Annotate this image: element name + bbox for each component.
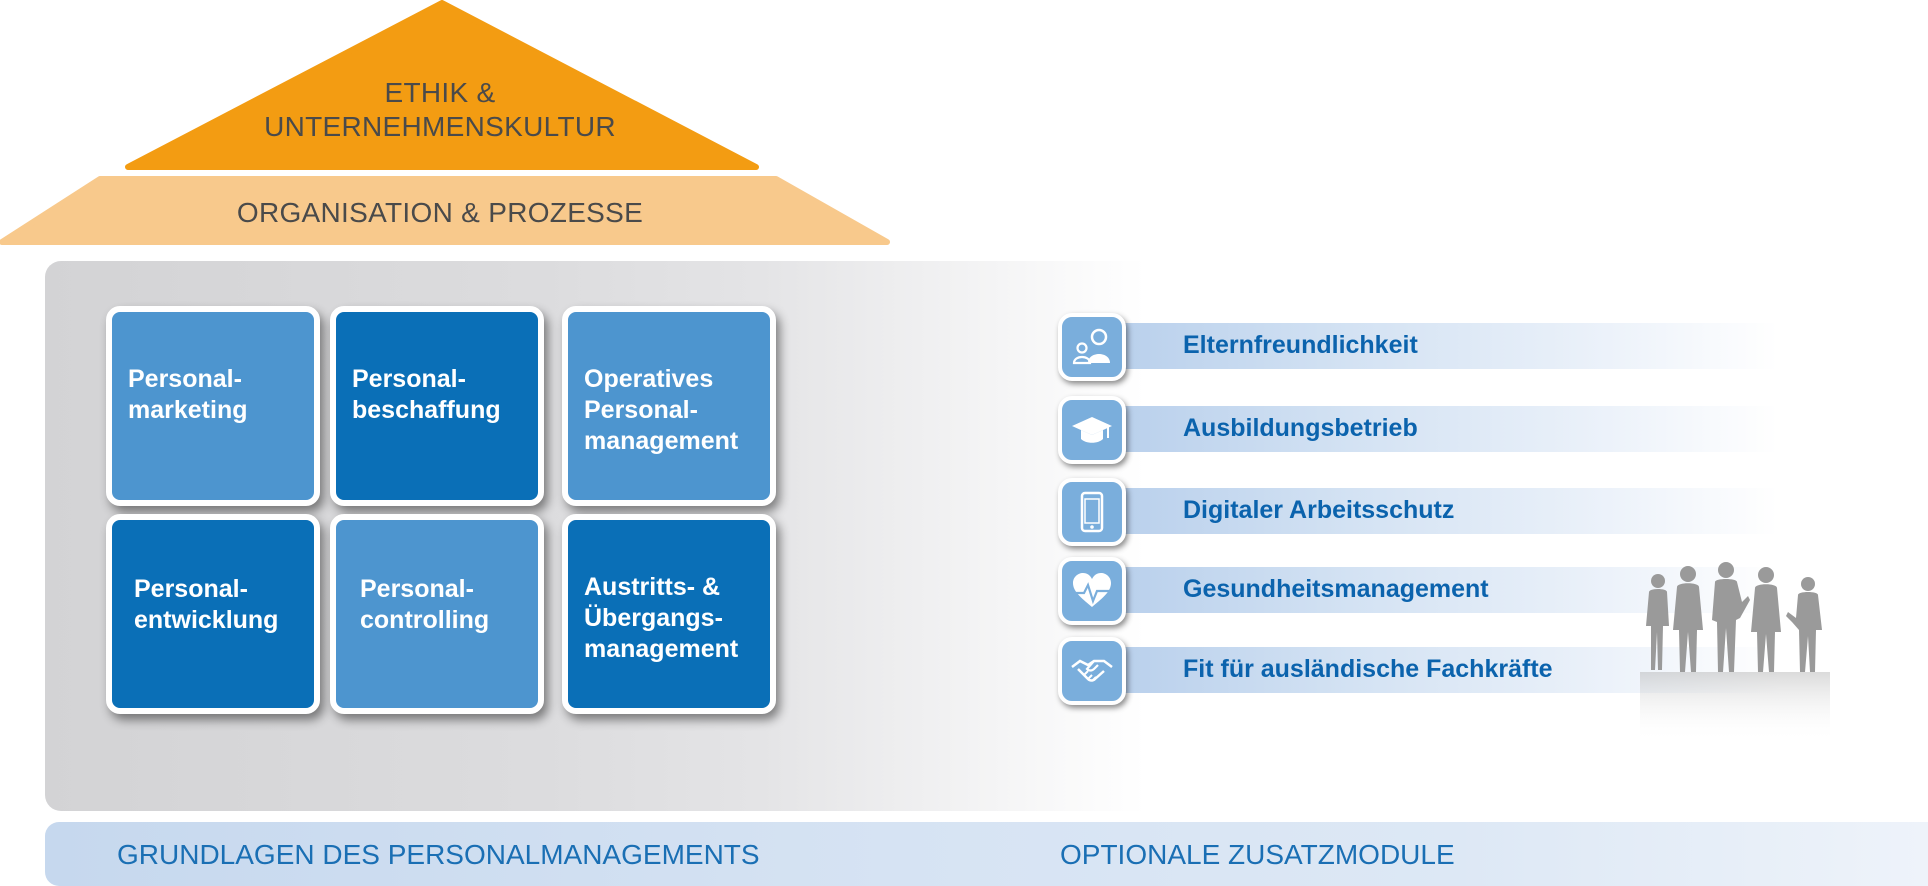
roof-bottom-band <box>0 176 890 245</box>
family-icon <box>1058 313 1126 381</box>
module-band <box>1118 488 1778 534</box>
module-band <box>1118 406 1778 452</box>
roof-bottom-label: ORGANISATION & PROZESSE <box>236 197 644 228</box>
tile-label: Operatives Personal- management <box>584 365 739 455</box>
module-band <box>1118 323 1778 369</box>
module-row-digitaler-arbeitsschutz: Digitaler Arbeitsschutz <box>1058 478 1778 548</box>
tile-label: Personal- controlling <box>360 575 490 634</box>
roof-top-label-line2: UNTERNEHMENSKULTUR <box>264 111 616 142</box>
roof-top-label: ETHIK & UNTERNEHMENSKULTUR <box>240 76 640 144</box>
module-row-ausbildungsbetrieb: Ausbildungsbetrieb <box>1058 396 1778 466</box>
heart-pulse-icon <box>1058 557 1126 625</box>
handshake-icon <box>1058 637 1126 705</box>
tile-label: Austritts- & Übergangs- management <box>584 573 739 663</box>
tile-label: Personal- marketing <box>128 365 248 424</box>
footer-label-optionale-zusatzmodule: OPTIONALE ZUSATZMODULE <box>1060 839 1455 870</box>
module-label: Gesundheitsmanagement <box>1183 575 1489 603</box>
tile-label: Personal- entwicklung <box>134 575 279 634</box>
tile-personalmarketing: Personal- marketing <box>106 306 320 506</box>
module-label: Elternfreundlichkeit <box>1183 331 1418 359</box>
tile-operatives-personalmanagement: Operatives Personal- management <box>562 306 776 506</box>
module-band <box>1118 567 1778 613</box>
business-people-silhouette <box>1640 562 1830 742</box>
tile-personalcontrolling: Personal- controlling <box>330 514 544 714</box>
module-row-gesundheitsmanagement: Gesundheitsmanagement <box>1058 557 1778 627</box>
module-row-fit-fuer-auslaendische-fachkraefte: Fit für ausländische Fachkräfte <box>1058 637 1778 707</box>
roof-top-triangle <box>125 0 759 170</box>
smartphone-icon <box>1058 478 1126 546</box>
house-roof <box>0 0 890 245</box>
module-label: Ausbildungsbetrieb <box>1183 414 1418 442</box>
module-row-elternfreundlichkeit: Elternfreundlichkeit <box>1058 313 1778 383</box>
graduation-cap-icon <box>1058 396 1126 464</box>
footer-band <box>45 822 1928 886</box>
roof-top-label-line1: ETHIK & <box>384 77 496 108</box>
footer-label-grundlagen: GRUNDLAGEN DES PERSONALMANAGEMENTS <box>117 839 760 870</box>
tile-personalentwicklung: Personal- entwicklung <box>106 514 320 714</box>
module-label: Fit für ausländische Fachkräfte <box>1183 655 1553 683</box>
tile-personalbeschaffung: Personal- beschaffung <box>330 306 544 506</box>
tile-austritts-uebergangsmanagement: Austritts- & Übergangs- management <box>562 514 776 714</box>
tile-label: Personal- beschaffung <box>352 365 501 424</box>
module-label: Digitaler Arbeitsschutz <box>1183 496 1455 524</box>
